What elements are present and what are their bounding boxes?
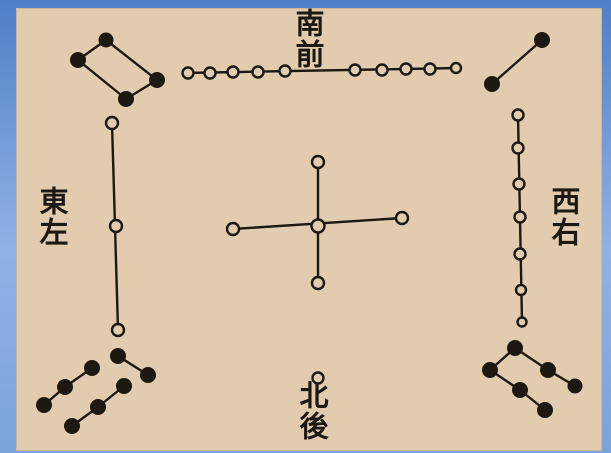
south-hollow-dot (226, 65, 240, 79)
south-chain-line (183, 66, 459, 75)
south-hollow-dot (251, 65, 265, 79)
lr-black-dot (537, 402, 553, 418)
ul-link (105, 39, 158, 81)
ll-black-dot (57, 379, 73, 395)
west-hollow-dot (513, 210, 527, 224)
ll-black-dot (64, 418, 80, 434)
ul-black-dot (98, 32, 114, 48)
ll-black-dot (110, 348, 126, 364)
lr-black-dot (567, 378, 583, 394)
ll-black-dot (116, 378, 132, 394)
south-hollow-dot (423, 62, 437, 76)
south-hollow-dot (181, 66, 195, 80)
south-hollow-dot (449, 61, 463, 75)
ll-black-dot (36, 397, 52, 413)
east-hollow-dot (110, 322, 126, 338)
ur-link (491, 39, 543, 85)
south-hollow-dot (203, 66, 217, 80)
center-hollow-dot (225, 221, 241, 237)
west-hollow-dot (511, 141, 525, 155)
ul-black-dot (149, 72, 165, 88)
center-hollow-dot (310, 154, 326, 170)
west-hollow-dot (513, 247, 527, 261)
south-hollow-dot (375, 63, 389, 77)
lr-black-dot (507, 340, 523, 356)
west-hollow-dot (516, 316, 528, 328)
label-north-back: 北後 (295, 380, 329, 442)
ur-black-dot (484, 76, 500, 92)
center-hollow-dot (394, 210, 410, 226)
ul-black-dot (70, 52, 86, 68)
label-south-front: 南前 (291, 8, 325, 70)
ll-black-dot (84, 360, 100, 376)
ll-black-dot (90, 399, 106, 415)
ul-link (77, 59, 127, 100)
south-hollow-dot (348, 63, 362, 77)
south-hollow-dot (399, 62, 413, 76)
ll-black-dot (140, 367, 156, 383)
lr-black-dot (512, 382, 528, 398)
east-hollow-dot (104, 115, 120, 131)
label-west-right: 西右 (547, 186, 581, 248)
west-hollow-dot (512, 177, 526, 191)
label-east-left: 東左 (35, 186, 69, 248)
center-hollow-dot (310, 218, 326, 234)
lr-black-dot (482, 362, 498, 378)
center-hollow-dot (310, 275, 326, 291)
north-hollow-dot (311, 371, 325, 385)
south-hollow-dot (278, 64, 292, 78)
ul-black-dot (118, 91, 134, 107)
lr-black-dot (540, 362, 556, 378)
west-hollow-dot (514, 283, 528, 297)
ur-black-dot (534, 32, 550, 48)
west-hollow-dot (511, 108, 525, 122)
east-hollow-dot (108, 218, 124, 234)
